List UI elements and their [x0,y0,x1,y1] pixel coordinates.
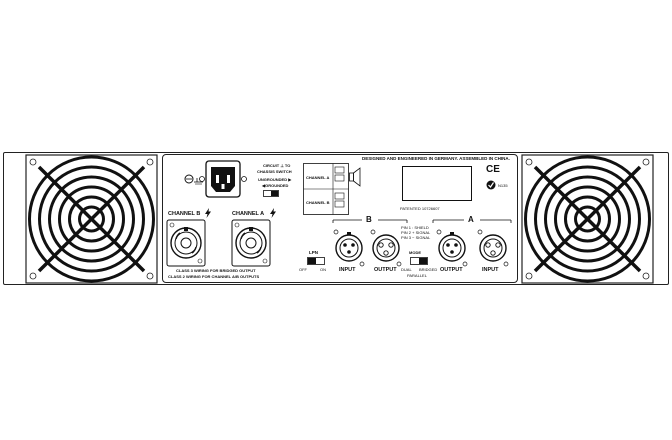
lpn-switch[interactable] [307,257,325,265]
channel-b-bracket [332,219,408,223]
rcm-number: N135 [498,183,508,188]
speakon-channel-b[interactable] [164,219,208,267]
channel-a-bracket [432,219,512,223]
xlr-input-b[interactable] [333,229,365,267]
xlr-input-a[interactable] [477,229,509,267]
ground-screw-icon [184,174,203,185]
connector-plate [162,154,518,283]
left-fan-grille-icon [25,154,158,284]
terminal-channel-a: CHANNEL A [306,175,330,180]
mode-switch[interactable] [410,257,428,265]
circuit-switch-title-1: CIRCUIT ⊥ TO [263,163,291,168]
terminal-channel-b: CHANNEL B [306,200,330,205]
pin-3-label: PIN 3 − SIGNAL [401,235,431,240]
ground-lift-switch[interactable] [263,190,279,197]
speakon-channel-a[interactable] [229,219,273,267]
lightning-b-icon [205,208,211,218]
channel-a-label: CHANNEL A [232,211,265,217]
wiring-note-2: CLASS 2 WIRING FOR CHANNEL A/B OUTPUTS [168,274,260,279]
output-a-label: OUTPUT [440,267,463,273]
circuit-switch-title-2: CHASSIS SWITCH [257,169,292,174]
speaker-icon [349,167,361,187]
mode-label: MODE [409,250,421,255]
rcm-mark-icon [486,180,496,190]
channel-a-header: A [468,215,474,224]
pin-1-label: PIN 1 : SHIELD [401,225,429,230]
ce-mark: CE [486,164,500,175]
patented-text: PATENTED 10726607 [400,206,440,211]
lightning-a-icon [270,208,276,218]
xlr-output-b[interactable] [370,229,402,267]
ungrounded-label: UNGROUNDED ▶ [258,177,292,182]
channel-b-header: B [366,215,372,224]
right-fan-grille-icon [521,154,654,284]
mode-dual-label: DUAL [401,267,412,272]
channel-b-label: CHANNEL B [168,211,201,217]
serial-label-area [402,166,472,201]
pin-2-label: PIN 2 + SIGNAL [401,230,431,235]
grounded-label: ◀GROUNDED [262,183,289,188]
output-b-label: OUTPUT [374,267,397,273]
input-a-label: INPUT [482,267,499,273]
wiring-note-1: CLASS 3 WIRING FOR BRIDGED OUTPUT [176,268,256,273]
input-b-label: INPUT [339,267,356,273]
lpn-label: LPN [309,250,318,255]
xlr-output-a[interactable] [436,229,468,267]
terminal-block [303,163,349,215]
lpn-on-label: ON [320,267,326,272]
iec-power-inlet-icon[interactable] [198,160,248,198]
lpn-off-label: OFF [299,267,307,272]
designed-in-text: DESIGNED AND ENGINEERED IN GERMANY. ASSE… [362,156,510,161]
mode-parallel-label: PARALLEL [407,273,427,278]
mode-bridged-label: BRIDGED [419,267,438,272]
